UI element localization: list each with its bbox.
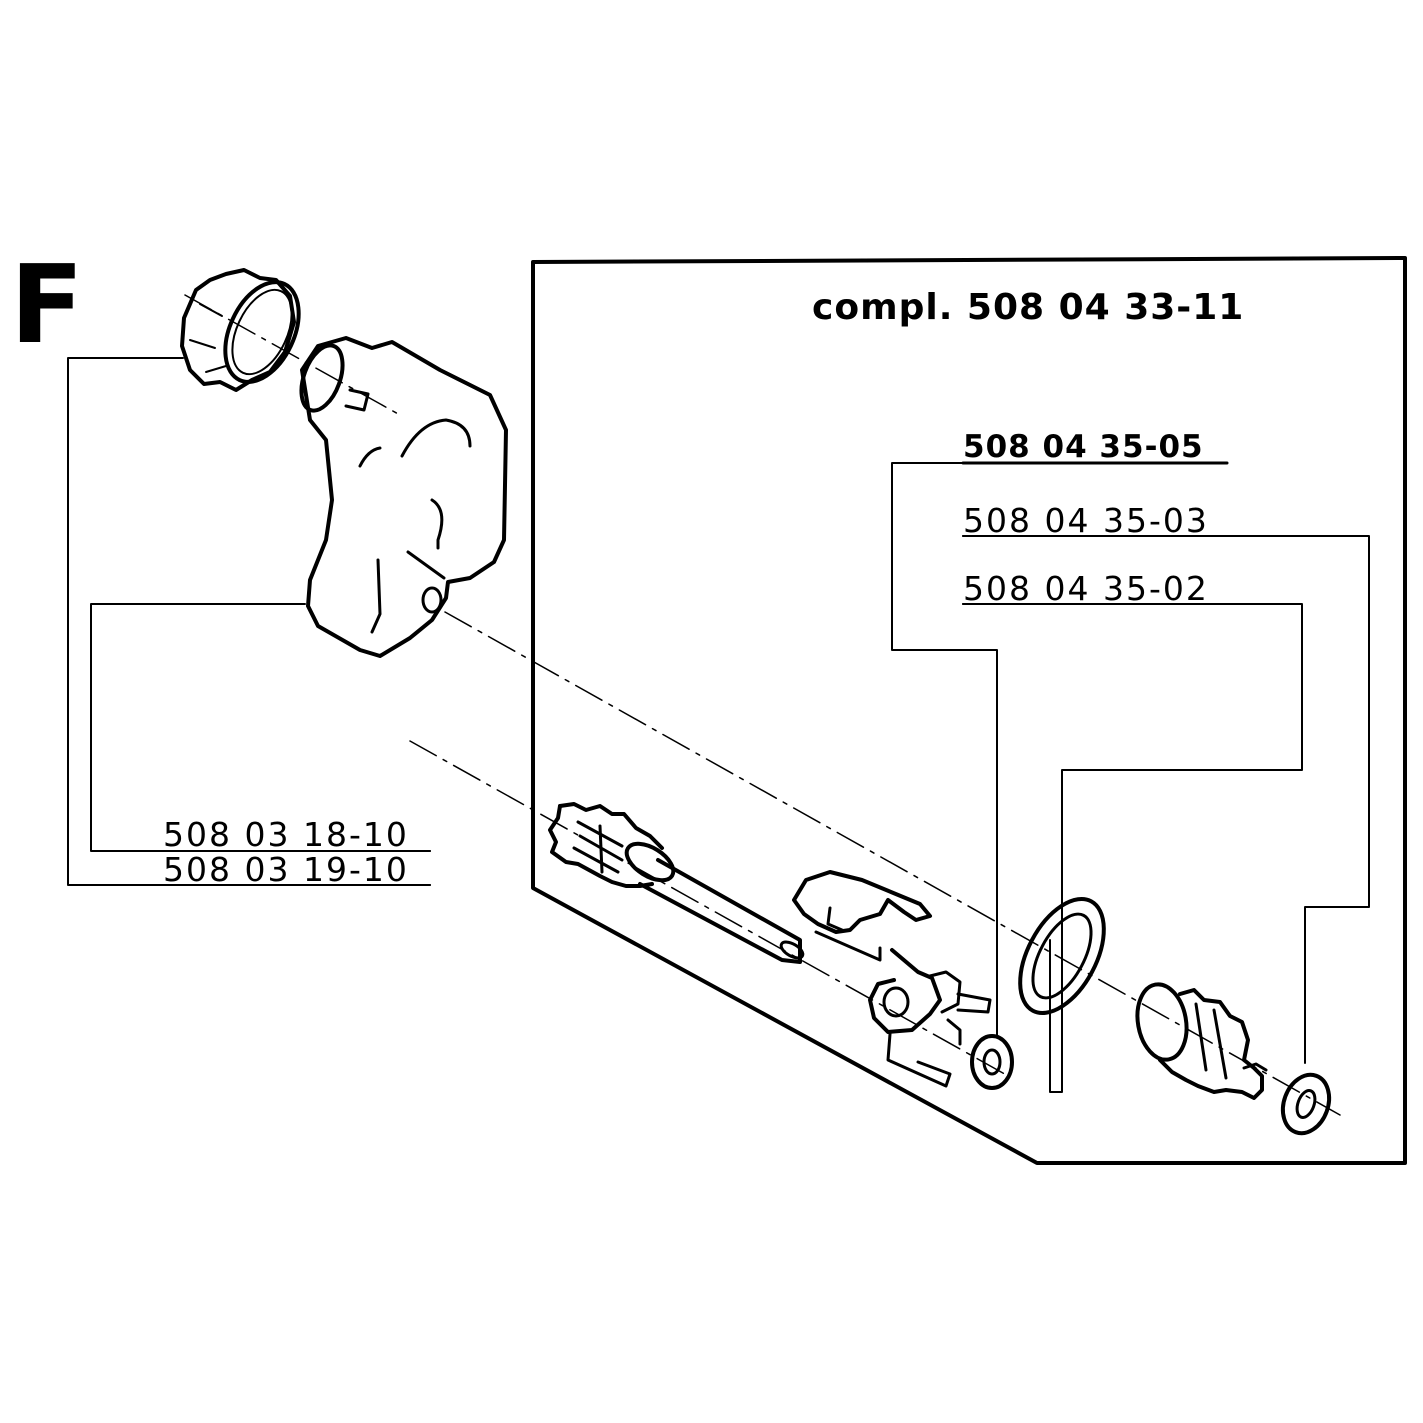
assembly-frame — [531, 256, 1407, 1165]
seal-ring-drawing — [1018, 896, 1106, 1016]
adjusting-knob-drawing — [180, 268, 301, 392]
end-washer-drawing — [1280, 1072, 1332, 1136]
part-number-35-03: 508 04 35-03 — [963, 501, 1209, 540]
small-washer-drawing — [970, 1034, 1014, 1090]
worm-shaft-drawing — [548, 802, 805, 964]
part-number-35-05: 508 04 35-05 — [963, 429, 1204, 465]
label-underlines — [162, 461, 1229, 886]
assembly-label: compl. 508 04 33-11 — [812, 287, 1245, 328]
worm-gear-drawing — [1135, 982, 1268, 1100]
part-number-19-10: 508 03 19-10 — [163, 850, 409, 889]
section-letter: F — [10, 243, 84, 368]
part-number-18-10: 508 03 18-10 — [163, 815, 409, 854]
part-number-35-02: 508 04 35-02 — [963, 569, 1209, 608]
center-lines — [184, 294, 1341, 1116]
valve-piston-drawing — [792, 870, 992, 1088]
leader-lines — [67, 357, 1370, 1093]
pump-housing-drawing — [299, 336, 508, 658]
